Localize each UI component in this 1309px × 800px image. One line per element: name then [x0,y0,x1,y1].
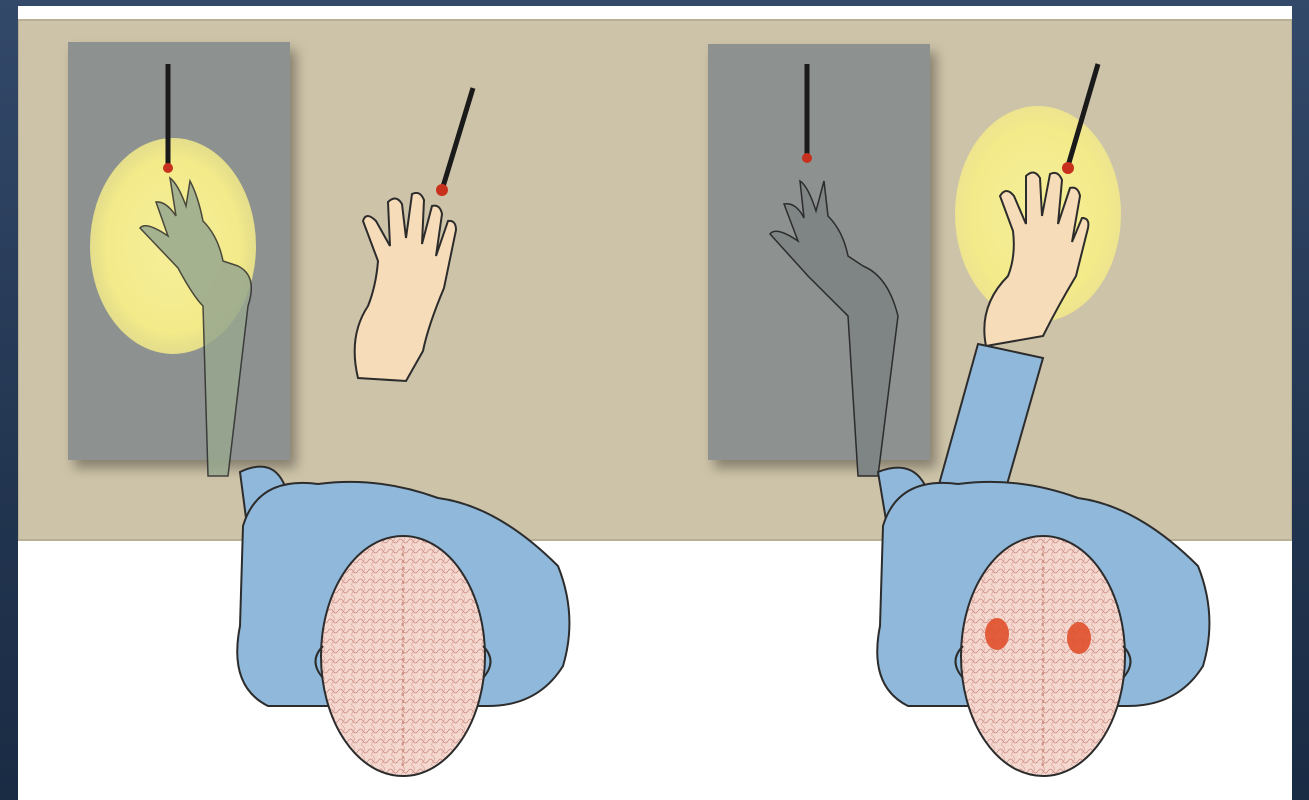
figure-canvas [18,6,1292,800]
brain-icon [961,536,1125,776]
mirror-box-illustration [18,6,1292,800]
activation-spot-left [985,618,1009,650]
activation-spot-right [1067,622,1091,654]
brain-icon [321,536,485,776]
